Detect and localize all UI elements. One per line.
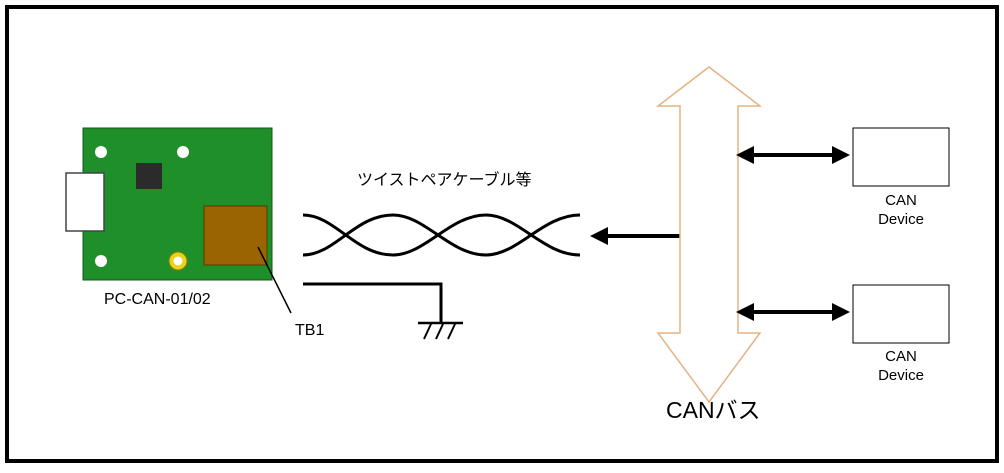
device-label-1-line2: Device <box>878 211 924 228</box>
ground-wire <box>303 282 463 340</box>
terminal-block-tb1 <box>203 205 268 266</box>
can-bus-arrow <box>655 66 763 404</box>
board-label: PC-CAN-01/02 <box>104 291 211 308</box>
device-label-2-line2: Device <box>878 367 924 384</box>
device-label-1-line1: CAN <box>885 192 917 209</box>
cable-label: ツイストペアケーブル等 <box>357 172 532 189</box>
bus-label: CANバス <box>666 397 761 423</box>
gold-hole-center <box>173 256 183 266</box>
usb-connector <box>65 172 105 232</box>
ic-chip <box>136 163 162 189</box>
mounting-hole-tl <box>95 146 107 158</box>
terminal-label: TB1 <box>295 322 325 339</box>
device-label-1: CAN Device <box>853 191 949 229</box>
pc-can-board <box>65 127 273 281</box>
twisted-pair-cable <box>302 213 581 257</box>
can-device-box-1 <box>852 127 950 187</box>
device-label-2-line1: CAN <box>885 348 917 365</box>
device-label-2: CAN Device <box>853 347 949 385</box>
tb1-leader-line <box>257 246 292 314</box>
can-device-box-2 <box>852 284 950 344</box>
mounting-hole-tr <box>177 146 189 158</box>
bus-device1-arrow <box>736 146 850 164</box>
mounting-hole-bl <box>95 255 107 267</box>
bus-device2-arrow <box>736 303 850 321</box>
